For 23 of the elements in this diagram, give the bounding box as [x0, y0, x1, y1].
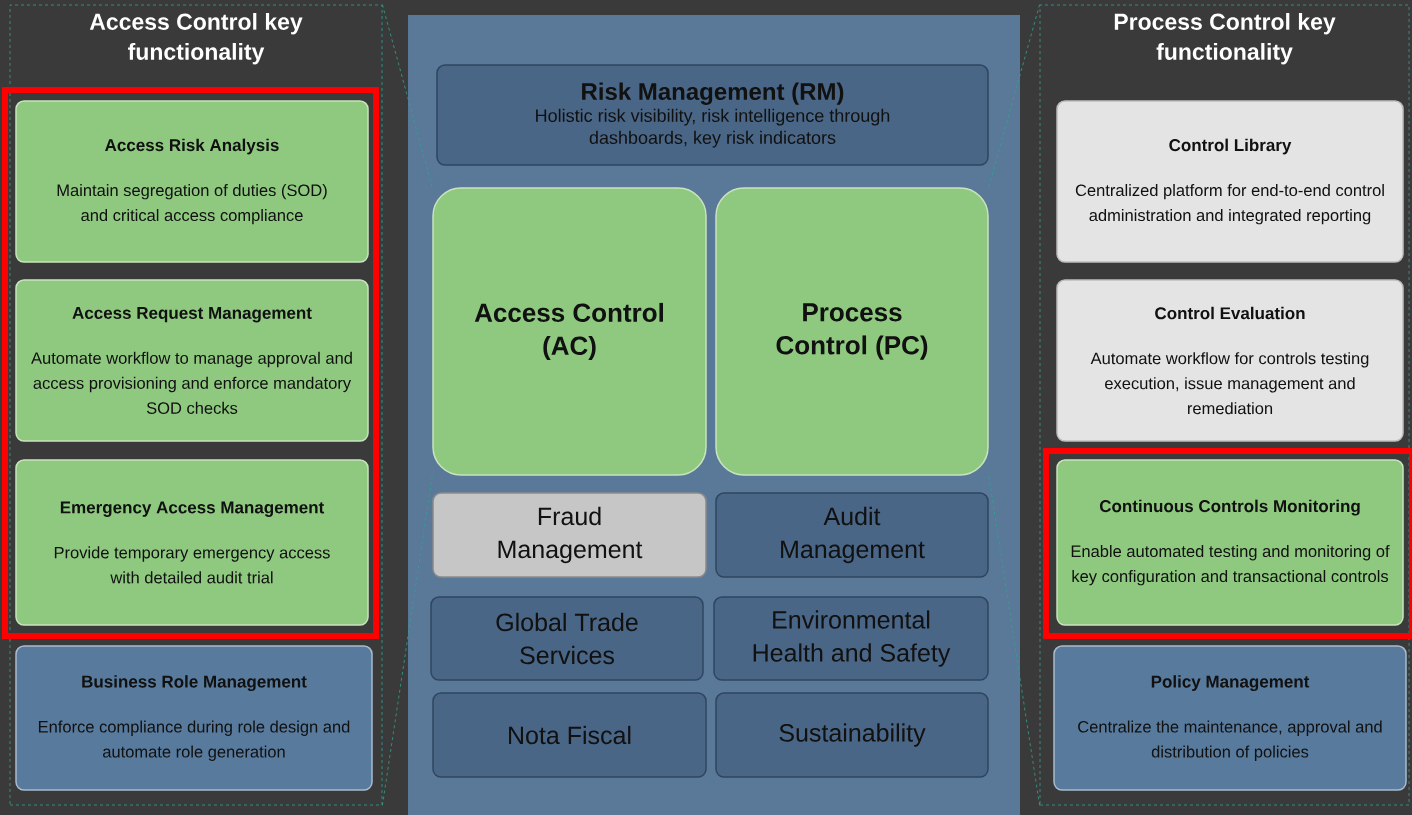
module-box: Sustainability	[715, 692, 989, 778]
highlight-frame	[1043, 448, 1412, 639]
feature-card: Access Request Management Automate workflow to manage approval and access provisioning and enforce mandatory SOD checks	[15, 279, 369, 442]
module-box: Access Control (AC)	[432, 187, 707, 476]
module-box: Fraud Management	[432, 492, 707, 578]
feature-card: Business Role Management Enforce compliance during role design and automate role generation	[15, 645, 373, 791]
feature-card: Control Library Centralized platform for end-to-end control administration and integrated reporting	[1056, 100, 1404, 263]
highlight-frame	[2, 87, 379, 639]
module-box: Audit Management	[715, 492, 989, 578]
connector-line	[988, 475, 1040, 806]
module-box: Risk Management (RM) Holistic risk visibility, risk intelligence through dashboards, key risk indicators	[436, 64, 989, 166]
module-box: Process Control (PC)	[715, 187, 989, 476]
feature-card: Control Evaluation Automate workflow for controls testing execution, issue management and remediation	[1056, 279, 1404, 442]
feature-card: Continuous Controls Monitoring Enable automated testing and monitoring of key configuration and transactional controls	[1056, 459, 1404, 626]
feature-card: Access Risk Analysis Maintain segregation of duties (SOD) and critical access compliance	[15, 100, 369, 263]
module-box: Nota Fiscal	[432, 692, 707, 778]
feature-card: Emergency Access Management Provide temporary emergency access with detailed audit trial	[15, 459, 369, 626]
feature-card: Policy Management Centralize the maintenance, approval and distribution of policies	[1053, 645, 1407, 791]
connector-line	[988, 4, 1040, 188]
module-box: Environmental Health and Safety	[713, 596, 989, 681]
connector-line	[382, 475, 433, 806]
module-box: Global Trade Services	[430, 596, 704, 681]
connector-line	[382, 4, 433, 188]
